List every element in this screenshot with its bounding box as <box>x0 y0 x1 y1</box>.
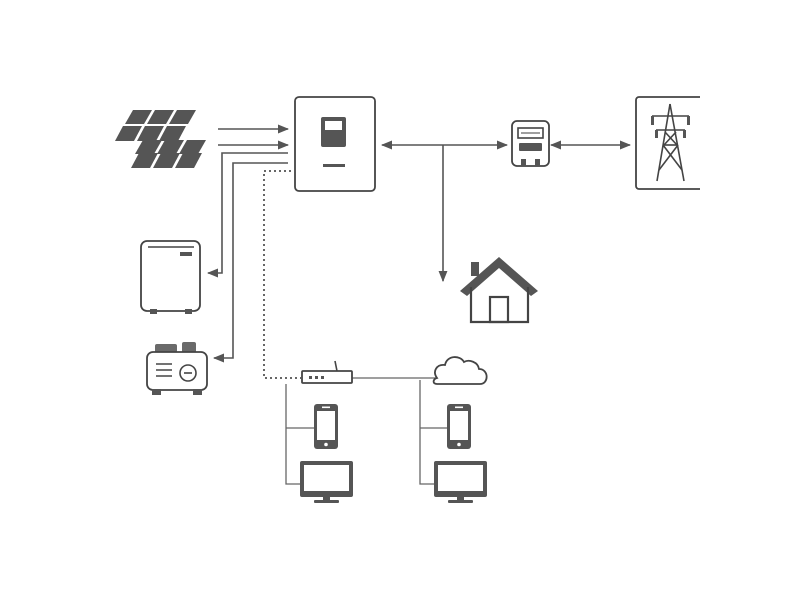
inverter-icon <box>294 96 376 192</box>
connection-cloud-to-devices <box>419 380 447 485</box>
router-icon <box>301 360 353 384</box>
connection-inverter-to-battery <box>206 152 288 278</box>
smartphone-icon <box>314 404 338 449</box>
solar-panels-icon <box>115 110 206 168</box>
house-icon <box>460 257 538 324</box>
connection-inverter-to-router <box>263 170 301 379</box>
generator-icon <box>146 342 208 395</box>
connection-solar-to-inverter <box>218 124 290 150</box>
energy-meter-icon <box>511 120 550 167</box>
cloud-icon <box>432 356 488 385</box>
connection-router-to-devices <box>285 384 314 485</box>
smartphone-icon <box>447 404 471 449</box>
power-tower-icon <box>635 92 712 194</box>
monitor-icon <box>434 461 487 503</box>
battery-icon <box>140 240 201 314</box>
monitor-icon <box>300 461 353 503</box>
connection-inverter-to-generator <box>212 162 288 363</box>
